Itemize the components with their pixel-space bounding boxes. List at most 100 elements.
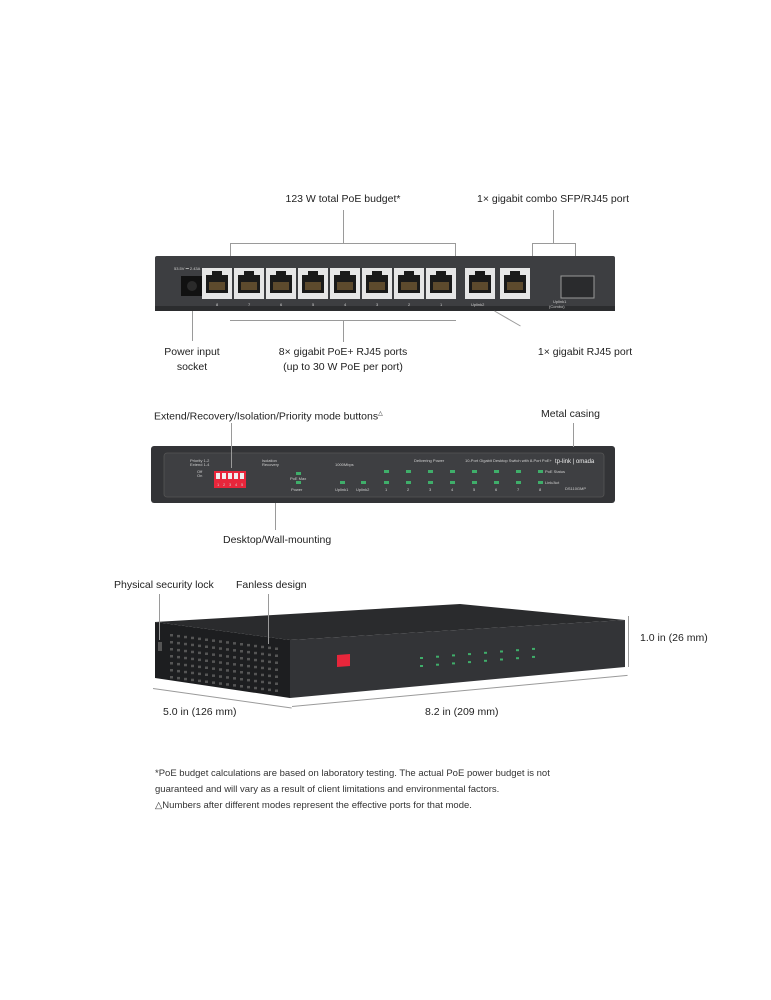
front-face [290, 620, 625, 698]
led-label: 2 [407, 487, 410, 492]
dip-switch-angled [337, 654, 350, 667]
combo-label: (Combo) [549, 304, 565, 309]
led-label: 7 [517, 487, 520, 492]
angled-device [155, 604, 625, 698]
status-led [428, 481, 433, 484]
poe-budget-callout: 123 W total PoE budget* [285, 193, 401, 205]
callout-bracket [230, 320, 456, 321]
status-led [384, 470, 389, 473]
mode-buttons-text: Extend/Recovery/Isolation/Priority mode … [154, 410, 379, 423]
footnote: △Numbers after different modes represent… [155, 800, 472, 811]
status-led [406, 470, 411, 473]
side-vents [155, 622, 290, 698]
port-number: 8 [216, 302, 219, 307]
port-number: Uplink2 [471, 302, 485, 307]
led-label: 6 [495, 487, 498, 492]
rj45-callout: 1× gigabit RJ45 port [537, 346, 633, 358]
led-legend: Delivering Power [414, 458, 445, 463]
port-number: 3 [376, 302, 379, 307]
status-led [516, 481, 521, 484]
led-label: 1 [385, 487, 388, 492]
sfp-port [560, 275, 595, 299]
led-label: 5 [473, 487, 476, 492]
dip-label: Priority 1-2 [190, 458, 210, 463]
status-led [296, 481, 301, 484]
status-led [450, 481, 455, 484]
callout-bracket [230, 243, 456, 244]
led-label: Link/Act [545, 480, 560, 485]
footnote-mark: △ [378, 411, 383, 417]
callout-line [343, 210, 344, 243]
brand-logo: tp-link | omada [555, 459, 595, 465]
model-number: DS110GMP [565, 486, 586, 491]
dip-key[interactable] [228, 473, 232, 479]
dip-number: 2 [223, 482, 226, 487]
callout-line [343, 320, 344, 342]
callout-line [573, 423, 574, 447]
fanless-callout: Fanless design [236, 579, 307, 591]
dip-key[interactable] [216, 473, 220, 479]
dip-key[interactable] [234, 473, 238, 479]
status-led [384, 481, 389, 484]
power-socket-callout: Power input [164, 346, 220, 358]
dip-number: 5 [241, 482, 244, 487]
port-number: 1 [440, 302, 443, 307]
mode-buttons-callout: Extend/Recovery/Isolation/Priority mode … [154, 407, 383, 425]
status-led [494, 470, 499, 473]
port-number: 5 [312, 302, 315, 307]
callout-line [275, 503, 276, 530]
dip-key[interactable] [222, 473, 226, 479]
port-number: 4 [344, 302, 347, 307]
footnote: guaranteed and will vary as a result of … [155, 784, 500, 795]
mounting-callout: Desktop/Wall-mounting [223, 534, 332, 546]
led-label: PoE Max [290, 476, 306, 481]
height-dimension: 1.0 in (26 mm) [640, 632, 708, 644]
status-led [340, 481, 345, 484]
callout-line [159, 594, 160, 640]
status-led [406, 481, 411, 484]
dip-label: Off [197, 469, 203, 474]
dip-label: Recovery [262, 462, 279, 467]
callout-line [532, 243, 533, 257]
led-label: Uplink2 [356, 487, 370, 492]
dip-label: Isolation [262, 458, 277, 463]
security-lock-slot [158, 642, 162, 651]
metal-casing-callout: Metal casing [541, 408, 600, 420]
dip-label: On [197, 473, 202, 478]
dip-key[interactable] [240, 473, 244, 479]
power-socket-callout: socket [176, 361, 208, 373]
port-number: 7 [248, 302, 251, 307]
security-lock-callout: Physical security lock [114, 579, 214, 591]
dip-number: 3 [229, 482, 232, 487]
poe-ports-callout: (up to 30 W PoE per port) [283, 361, 403, 373]
status-led [538, 470, 543, 473]
status-led [450, 470, 455, 473]
callout-line [268, 594, 269, 644]
uplink1-label: Uplink1 [553, 299, 567, 304]
led-label: 8 [539, 487, 542, 492]
callout-line [192, 311, 193, 341]
status-led [538, 481, 543, 484]
width-dimension: 8.2 in (209 mm) [425, 706, 499, 718]
status-led [428, 470, 433, 473]
status-led [472, 481, 477, 484]
port-number: 2 [408, 302, 411, 307]
status-led [516, 470, 521, 473]
status-led [494, 481, 499, 484]
callout-line [230, 243, 231, 257]
dip-label: Extend 1-4 [190, 462, 210, 467]
led-label: 4 [451, 487, 454, 492]
dimension-line [628, 616, 629, 667]
led-label: Power [291, 487, 303, 492]
led-label: PoE Status [545, 469, 565, 474]
combo-port-callout: 1× gigabit combo SFP/RJ45 port [476, 193, 630, 205]
led-legend: 1000Mbps [335, 462, 354, 467]
status-led [296, 472, 301, 475]
depth-dimension: 5.0 in (126 mm) [163, 706, 237, 718]
callout-line [575, 243, 576, 257]
callout-bracket [532, 243, 576, 244]
dip-number: 4 [235, 482, 238, 487]
